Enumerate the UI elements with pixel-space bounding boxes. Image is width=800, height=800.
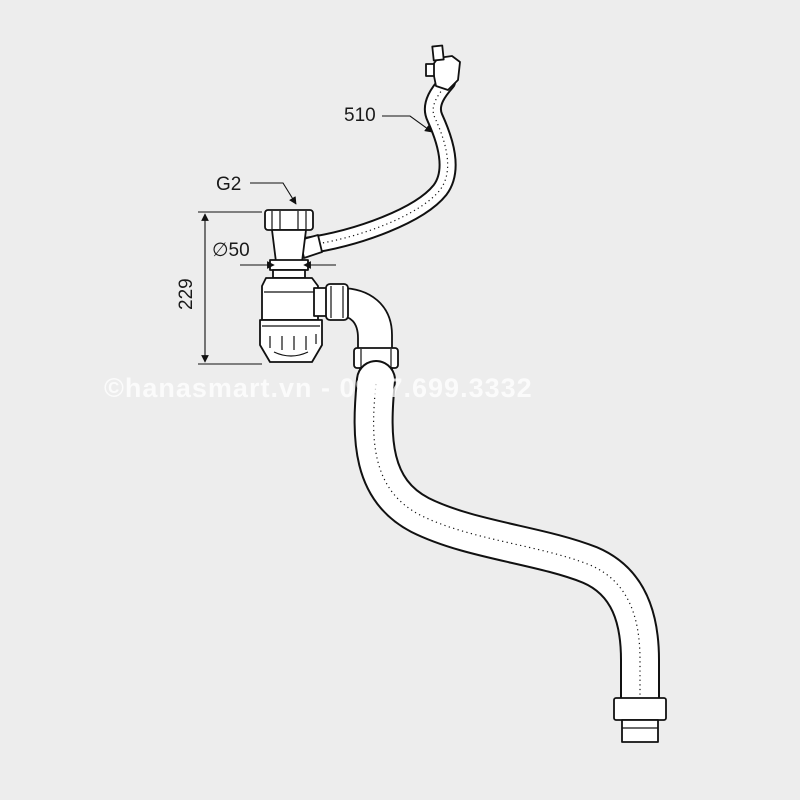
dimension-overflow-length: 510	[344, 105, 433, 133]
dimension-height: 229	[176, 211, 262, 365]
overflow-head	[425, 44, 461, 91]
dimension-diameter: ∅50	[212, 240, 336, 269]
drain-hose	[353, 360, 660, 720]
thread-label: G2	[216, 174, 241, 195]
hose-spigot	[613, 697, 667, 743]
bottle-trap	[259, 209, 323, 363]
diameter-label: ∅50	[212, 240, 250, 261]
overflow-length-label: 510	[344, 105, 376, 126]
height-label: 229	[176, 278, 197, 310]
overflow-hose	[296, 73, 457, 255]
dimension-thread: G2	[216, 174, 297, 205]
watermark: ©hanasmart.vn - 0987.699.3332	[104, 373, 533, 403]
